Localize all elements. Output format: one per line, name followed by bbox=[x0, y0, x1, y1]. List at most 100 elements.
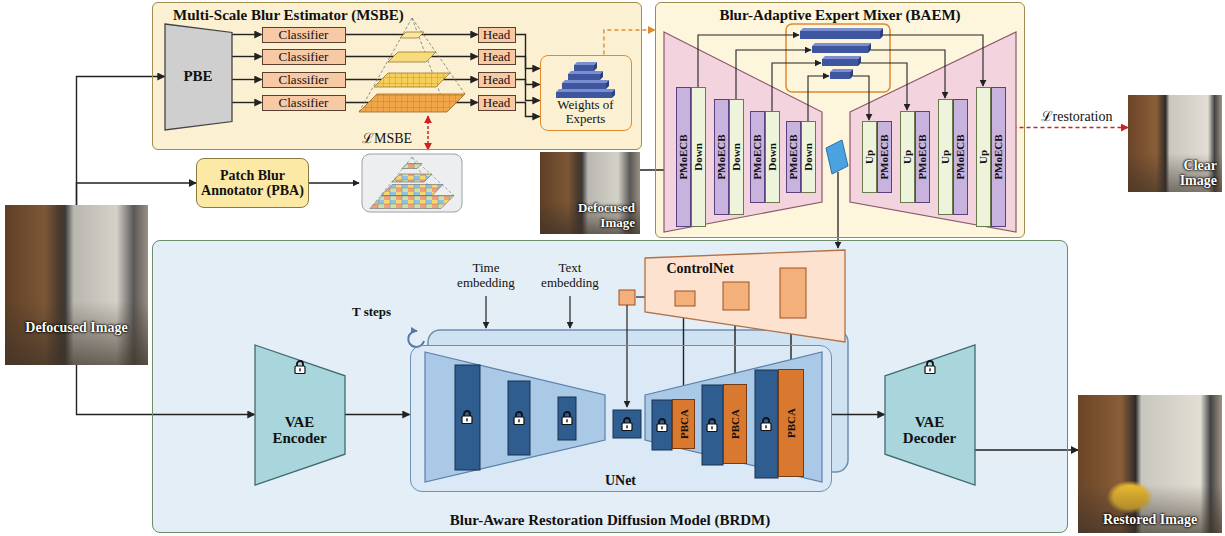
unet-layers bbox=[645, 352, 822, 482]
embedding-arrows bbox=[486, 296, 570, 328]
blur-pyramid bbox=[359, 18, 465, 112]
expert-weights-box: Weights of Experts bbox=[540, 55, 632, 131]
node-text: PMoECB bbox=[916, 134, 928, 179]
annotation-label: T steps bbox=[352, 304, 391, 319]
expert-pool bbox=[812, 46, 868, 53]
lock-icons bbox=[925, 361, 935, 374]
skip-lines bbox=[736, 50, 811, 99]
lock-icons bbox=[295, 361, 305, 374]
node-text: Classifier bbox=[279, 28, 329, 42]
module-panel: Multi-Scale Blur Estimator (MSBE)PBEClas… bbox=[152, 2, 642, 150]
vae-decoder-outline bbox=[885, 345, 975, 485]
expert-pool bbox=[830, 69, 853, 72]
node-text: PMoECB bbox=[787, 134, 799, 179]
node-text: Up bbox=[977, 149, 989, 163]
annotation-arrow bbox=[305, 182, 359, 183]
connector bbox=[345, 414, 410, 415]
loss-arrow bbox=[427, 116, 429, 150]
lock-icons bbox=[462, 411, 472, 424]
panel-grounds bbox=[152, 2, 642, 150]
control-feature bbox=[619, 290, 635, 305]
moe-block: PMoECB bbox=[786, 121, 801, 193]
node-text: Defocused Image bbox=[25, 320, 127, 335]
node-text: Restored Image bbox=[1103, 512, 1197, 527]
moe-block: PMoECB bbox=[877, 121, 892, 193]
node-text: Blur-Aware Restoration Diffusion Model (… bbox=[450, 512, 771, 529]
lock-icons bbox=[707, 419, 717, 432]
label-holder: T steps bbox=[352, 304, 391, 320]
annotation-label: Time embedding bbox=[457, 260, 515, 290]
node-text: Defocused Image bbox=[563, 200, 635, 230]
node-text: Head bbox=[483, 50, 510, 64]
annotated-pyramid bbox=[362, 154, 462, 212]
image-thumbnail: Defocused Image bbox=[540, 152, 640, 234]
image-thumbnail: Restored Image bbox=[1078, 395, 1222, 533]
node-text: Up bbox=[863, 149, 875, 163]
module-panel: Blur-Adaptive Expert Mixer (BAEM)PMoECBD… bbox=[655, 2, 1025, 238]
blur-pyramid bbox=[400, 32, 424, 38]
bottleneck-feature bbox=[826, 140, 848, 174]
connector bbox=[516, 35, 540, 69]
expert-weight-stack bbox=[556, 89, 615, 92]
downsample-block: Down bbox=[801, 121, 816, 193]
node-text: Classifier bbox=[279, 73, 329, 87]
image-thumbnail: Defocused Image bbox=[5, 205, 148, 365]
lock-icons bbox=[514, 412, 524, 425]
annotated-pyramid bbox=[402, 164, 422, 169]
node-text: PBE bbox=[183, 68, 212, 85]
node-text: PMoECB bbox=[954, 134, 966, 179]
annotated-pyramid bbox=[381, 185, 443, 196]
moe-block: PMoECB bbox=[750, 111, 765, 203]
node-text: PBCA bbox=[678, 409, 690, 439]
skip-lines bbox=[772, 63, 821, 111]
node-text: Up bbox=[901, 149, 913, 163]
expert-pool bbox=[786, 24, 890, 92]
lock-icons bbox=[622, 418, 632, 431]
attention-block: PBCA bbox=[723, 384, 747, 464]
unet-layers bbox=[425, 352, 822, 482]
control-squares bbox=[780, 268, 806, 318]
unet-trapezoids bbox=[664, 32, 822, 232]
unet-layers bbox=[652, 400, 672, 450]
expert-weight-stack bbox=[568, 71, 603, 74]
node-text: Down bbox=[802, 143, 814, 171]
panel-grounds bbox=[152, 240, 1068, 533]
node-text: PMoECB bbox=[992, 134, 1004, 179]
moe-block: PMoECB bbox=[991, 87, 1006, 227]
unet-layers bbox=[755, 370, 778, 478]
controlnet-block: ControlNet bbox=[645, 250, 845, 342]
node-text: Classifier bbox=[279, 50, 329, 64]
unet-layers bbox=[558, 397, 576, 440]
moe-block: PMoECB bbox=[714, 99, 729, 215]
connector bbox=[77, 365, 255, 415]
downsample-block: Down bbox=[765, 111, 780, 203]
node-text: Weights of Experts bbox=[544, 98, 628, 126]
expert-weight-stack bbox=[562, 80, 609, 83]
node-text: PMoECB bbox=[715, 134, 727, 179]
label-holder: Text embedding bbox=[534, 260, 606, 290]
panel-grounds bbox=[655, 2, 1025, 238]
lock-icons bbox=[562, 412, 572, 425]
control-squares bbox=[675, 291, 695, 306]
expert-weight-stack bbox=[574, 65, 594, 71]
expert-pool bbox=[868, 43, 871, 53]
control-feature bbox=[619, 290, 645, 407]
unet-layers bbox=[613, 410, 641, 438]
unet-trapezoids bbox=[850, 32, 1016, 232]
annotated-pyramid bbox=[370, 196, 454, 209]
expert-pool bbox=[830, 72, 850, 79]
node-text: Clear Image bbox=[1155, 158, 1217, 188]
node-text: Classifier bbox=[279, 96, 329, 110]
connector bbox=[232, 34, 262, 35]
head-box: Head bbox=[478, 27, 516, 43]
blur-pyramid bbox=[388, 52, 436, 62]
blur-pyramid bbox=[359, 94, 465, 112]
connector bbox=[516, 103, 540, 117]
expert-weight-stack bbox=[594, 62, 597, 71]
node-text: Head bbox=[483, 73, 510, 87]
head-box: Head bbox=[478, 49, 516, 65]
node-text: PMoECB bbox=[878, 134, 890, 179]
attention-block: PBCA bbox=[778, 369, 804, 477]
connector bbox=[232, 102, 262, 103]
expert-pool bbox=[858, 56, 861, 66]
